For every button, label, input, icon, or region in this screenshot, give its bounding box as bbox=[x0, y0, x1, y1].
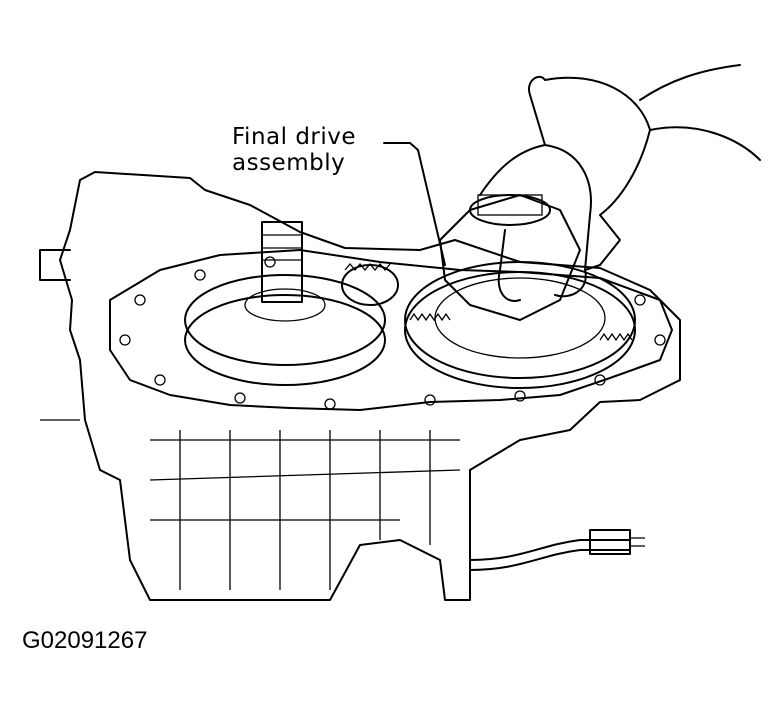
shaft-stub bbox=[39, 249, 71, 281]
idler-gear bbox=[341, 262, 399, 306]
callout-line-1: Final drive bbox=[232, 124, 357, 150]
callout-line-2: assembly bbox=[232, 150, 346, 177]
hand bbox=[479, 64, 761, 302]
clutch-drum bbox=[184, 221, 386, 386]
final-drive-ring-gear bbox=[404, 261, 636, 389]
case-ribs bbox=[149, 430, 461, 590]
callout-final-drive-assembly: Final drive assembly bbox=[232, 124, 356, 177]
wire-harness bbox=[469, 529, 645, 571]
differential-case bbox=[439, 194, 581, 321]
figure-id: G02091267 bbox=[22, 627, 148, 654]
callout-leader-line bbox=[383, 142, 446, 266]
flange-bolts bbox=[119, 256, 666, 410]
